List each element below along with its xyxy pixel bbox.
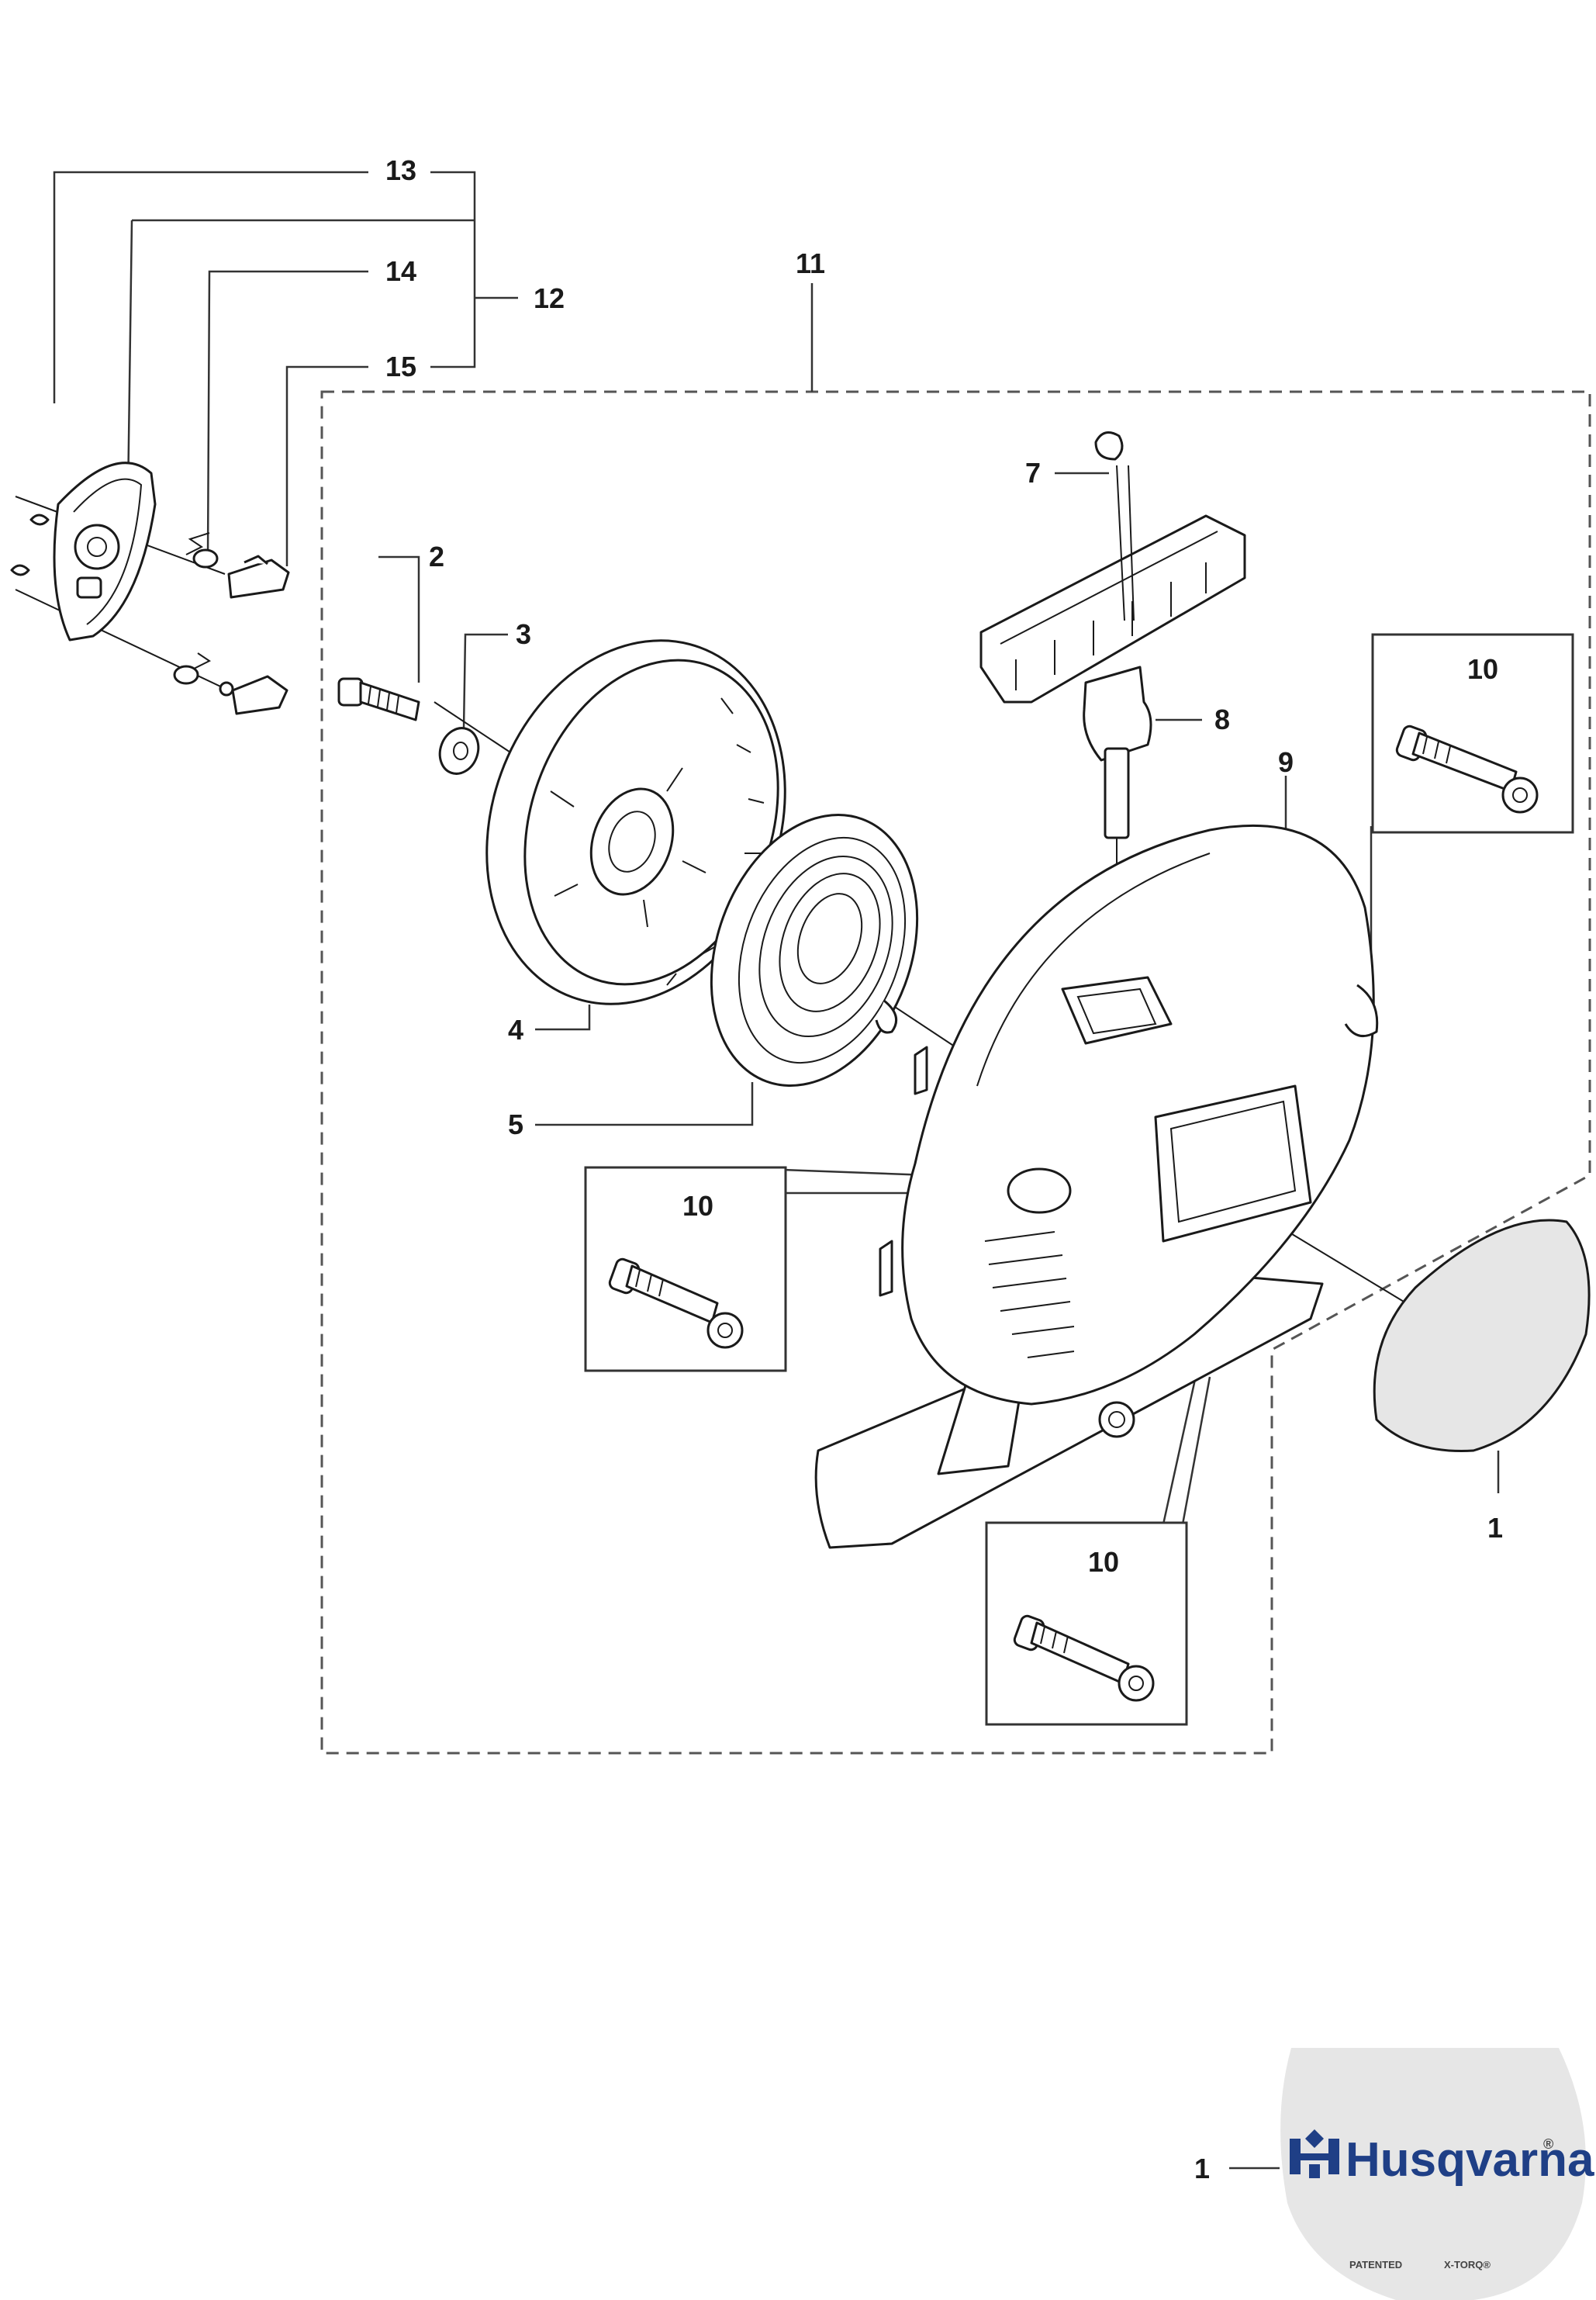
callout-10-left: 10 [682,1190,713,1222]
callout-10-top-right: 10 [1467,653,1498,685]
recoil-spring-part-5 [710,814,919,1087]
detail-box-10-left [584,1166,787,1372]
detail-box-10-top-right [1371,633,1574,834]
callout-1-right: 1 [1487,1512,1503,1544]
callout-5: 5 [508,1108,523,1140]
washer-part-3 [438,727,480,775]
xtorq-text: X-TORQ® [1444,2259,1491,2271]
patented-text: PATENTED [1349,2259,1402,2271]
callout-9: 9 [1278,746,1294,778]
husqvarna-decal: Husqvarna ® PATENTED X-TORQ® [1280,2048,1594,2300]
callout-1-decal: 1 [1194,2153,1210,2184]
callout-labels: 13 14 15 12 11 7 2 3 8 9 10 10 10 4 5 1 … [385,154,1503,2184]
screw-part-2 [337,677,420,721]
starter-housing-part-9 [814,824,1379,1549]
callout-11: 11 [796,247,825,279]
callout-4: 4 [508,1014,523,1046]
pawl-carrier-part [10,462,157,642]
starter-rope-part-7 [1094,431,1135,621]
spring-part [173,532,219,685]
callout-12: 12 [534,282,565,314]
callout-15: 15 [385,351,416,382]
callout-2: 2 [429,541,444,572]
callout-8: 8 [1214,704,1230,735]
trademark-mark: ® [1543,2136,1553,2152]
starter-handle-part-8 [979,514,1246,839]
brand-name: Husqvarna [1346,2133,1594,2187]
callout-3: 3 [516,618,531,650]
detail-box-10-bottom [985,1521,1188,1726]
callout-14: 14 [385,255,416,287]
callout-13: 13 [385,154,416,186]
callout-10-bottom: 10 [1088,1546,1119,1578]
pawl-part [219,555,290,715]
decal-part-1 [1373,1219,1591,1452]
callout-7: 7 [1025,457,1041,489]
husqvarna-logo-icon [1290,2129,1339,2178]
